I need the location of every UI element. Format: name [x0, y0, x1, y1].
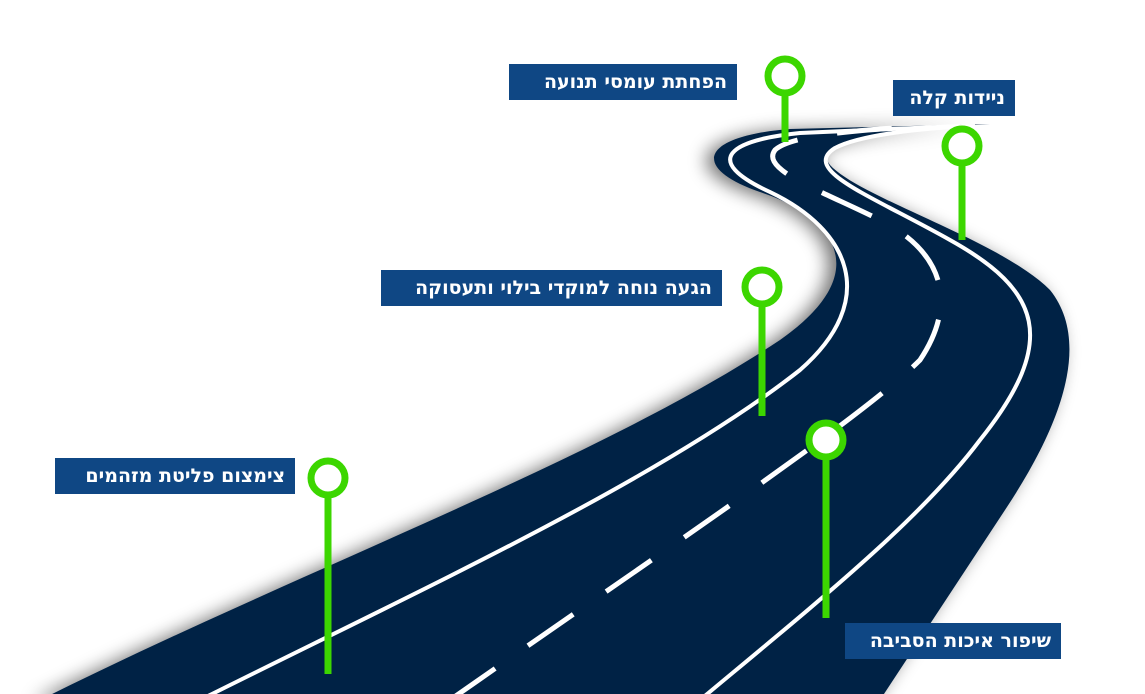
pin-1 — [764, 55, 806, 142]
pin-2 — [941, 125, 983, 240]
left-edge-line — [207, 124, 961, 694]
pin-5 — [805, 419, 847, 618]
pin-4 — [307, 457, 349, 674]
milestone-label-emissions: צימצום פליטת מזהמים — [55, 458, 295, 494]
milestone-label-access: הגעה נוחה למוקדי בילוי ותעסוקה — [381, 270, 722, 306]
road — [52, 124, 1070, 694]
milestone-label-environment: שיפור איכות הסביבה — [845, 623, 1061, 659]
milestone-label-mobility: ניידות קלה — [893, 80, 1015, 116]
right-edge-line — [704, 124, 1033, 694]
pin-3 — [741, 266, 783, 416]
milestone-label-traffic: הפחתת עומסי תנועה — [509, 64, 737, 100]
center-dashes — [454, 123, 944, 694]
